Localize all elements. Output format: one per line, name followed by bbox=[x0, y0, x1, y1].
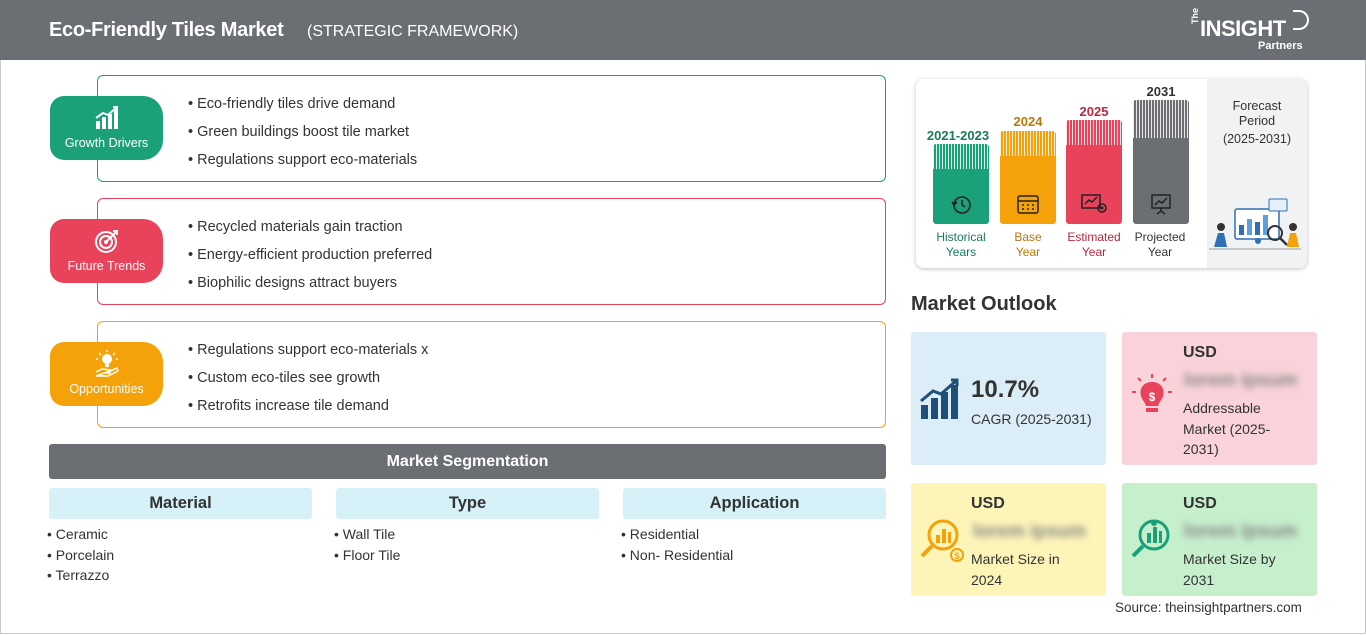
market-segmentation-bar: Market Segmentation bbox=[49, 444, 886, 479]
market-size-2031-card: USD lorem ipsum Market Size by 2031 bbox=[1122, 483, 1317, 596]
opportunities-label: Opportunities bbox=[69, 382, 144, 396]
bar-base bbox=[1000, 131, 1056, 224]
list-item: • Energy-efficient production preferred bbox=[188, 247, 433, 263]
magnifier-dollar-icon bbox=[1131, 519, 1170, 558]
forecast-period-panel: Forecast Period (2025-2031) bbox=[1207, 79, 1307, 268]
growth-drivers-box: • Eco-friendly tiles drive demand • Gree… bbox=[97, 75, 886, 182]
bar-year-estimated: 2025 bbox=[1079, 104, 1109, 119]
list-item: • Ceramic bbox=[47, 526, 108, 542]
list-item: • Recycled materials gain traction bbox=[188, 219, 403, 235]
lightbulb-hand-icon bbox=[95, 350, 119, 377]
bar-historical bbox=[933, 144, 989, 224]
list-item: • Non- Residential bbox=[621, 546, 734, 563]
list-item: • Eco-friendly tiles drive demand bbox=[188, 96, 396, 112]
growth-drivers-label: Growth Drivers bbox=[64, 136, 149, 150]
list-item: • Retrofits increase tile demand bbox=[188, 398, 389, 414]
insight-partners-logo: The INSIGHT Partners bbox=[1190, 7, 1310, 54]
list-item: • Biophilic designs attract buyers bbox=[188, 275, 397, 291]
size-2031-value: lorem ipsum bbox=[1184, 521, 1297, 542]
list-item: • Terrazzo bbox=[47, 567, 110, 583]
source-text: Source: theinsightpartners.com bbox=[1115, 600, 1302, 615]
segment-heading-type: Type bbox=[336, 488, 599, 519]
opportunities-badge: Opportunities bbox=[50, 342, 163, 406]
list-item: • Green buildings boost tile market bbox=[188, 124, 410, 140]
segment-list-type: • Wall Tile • Floor Tile bbox=[334, 524, 400, 565]
page-subtitle: (STRATEGIC FRAMEWORK) bbox=[307, 23, 519, 40]
bar-stripes bbox=[933, 144, 989, 169]
logo-partners: Partners bbox=[1258, 40, 1303, 52]
logo-insight: INSIGHT bbox=[1200, 16, 1286, 41]
svg-text:$: $ bbox=[1149, 390, 1156, 404]
list-item: • Regulations support eco-materials x bbox=[188, 342, 429, 358]
growth-drivers-list: • Eco-friendly tiles drive demand • Gree… bbox=[188, 90, 417, 174]
bar-stripes bbox=[1066, 120, 1122, 145]
bar-estimated bbox=[1066, 120, 1122, 224]
growth-bars-icon bbox=[920, 378, 959, 419]
cagr-value: 10.7% bbox=[971, 376, 1040, 403]
forecast-range: (2025-2031) bbox=[1222, 132, 1292, 146]
list-item: • Custom eco-tiles see growth bbox=[188, 370, 381, 386]
future-trends-list: • Recycled materials gain traction • Ene… bbox=[188, 213, 432, 297]
list-item: • Residential bbox=[621, 526, 700, 542]
growth-drivers-badge: Growth Drivers bbox=[50, 96, 163, 160]
future-trends-label: Future Trends bbox=[67, 259, 146, 273]
gears-chart-icon bbox=[1081, 194, 1107, 213]
segment-heading-material: Material bbox=[49, 488, 312, 519]
bar-projected bbox=[1133, 100, 1189, 224]
size-2031-label: Market Size by 2031 bbox=[1183, 551, 1276, 588]
bar-chart-growth-icon bbox=[95, 106, 118, 129]
list-item: • Wall Tile bbox=[334, 526, 396, 542]
history-clock-icon bbox=[951, 196, 971, 214]
list-item: • Regulations support eco-materials bbox=[188, 152, 418, 168]
market-outlook-title: Market Outlook bbox=[911, 293, 1057, 315]
bar-year-projected: 2031 bbox=[1146, 84, 1176, 99]
segment-list-material: • Ceramic • Porcelain • Terrazzo bbox=[47, 524, 114, 586]
analytics-people-icon bbox=[1209, 198, 1301, 250]
logo-arc-icon bbox=[1293, 10, 1309, 30]
bar-year-historical: 2021-2023 bbox=[926, 128, 990, 143]
future-trends-badge: Future Trends bbox=[50, 219, 163, 283]
list-item: • Floor Tile bbox=[334, 546, 401, 563]
svg-text:$: $ bbox=[954, 551, 959, 561]
opportunities-list: • Regulations support eco-materials x • … bbox=[188, 336, 428, 420]
size-2024-label: Market Size in 2024 bbox=[971, 551, 1060, 588]
addressable-value: lorem ipsum bbox=[1184, 370, 1297, 391]
bar-year-base: 2024 bbox=[1013, 114, 1043, 129]
segment-heading-application: Application bbox=[623, 488, 886, 519]
addressable-currency: USD bbox=[1183, 344, 1217, 361]
cagr-card: 10.7% CAGR (2025-2031) bbox=[911, 332, 1106, 465]
future-trends-box: • Recycled materials gain traction • Ene… bbox=[97, 198, 886, 305]
size-2031-currency: USD bbox=[1183, 495, 1217, 512]
calendar-icon bbox=[1017, 195, 1039, 214]
target-icon bbox=[95, 230, 118, 253]
market-size-2024-card: USD lorem ipsum $ Market Size in 2024 bbox=[911, 483, 1106, 596]
bar-stripes bbox=[1133, 100, 1189, 138]
segment-list-application: • Residential • Non- Residential bbox=[621, 524, 733, 565]
forecast-title: Forecast Period bbox=[1232, 99, 1282, 128]
magnifier-chart-icon: $ bbox=[920, 519, 964, 562]
addressable-label: Addressable Market (2025-2031) bbox=[1183, 400, 1271, 457]
bar-stripes bbox=[1000, 131, 1056, 156]
list-item: • Porcelain bbox=[47, 546, 115, 563]
header-bar: Eco-Friendly Tiles Market (STRATEGIC FRA… bbox=[0, 0, 1366, 60]
logo-the: The bbox=[1190, 7, 1200, 24]
addressable-market-card: USD lorem ipsum $ Addressable Market (20… bbox=[1122, 332, 1317, 465]
size-2024-value: lorem ipsum bbox=[973, 521, 1086, 542]
idea-bulb-dollar-icon: $ bbox=[1132, 374, 1172, 412]
cagr-label: CAGR (2025-2031) bbox=[971, 411, 1092, 427]
presentation-board-icon bbox=[1151, 194, 1171, 215]
page-title: Eco-Friendly Tiles Market bbox=[49, 19, 284, 41]
size-2024-currency: USD bbox=[971, 495, 1005, 512]
opportunities-box: • Regulations support eco-materials x • … bbox=[97, 321, 886, 428]
